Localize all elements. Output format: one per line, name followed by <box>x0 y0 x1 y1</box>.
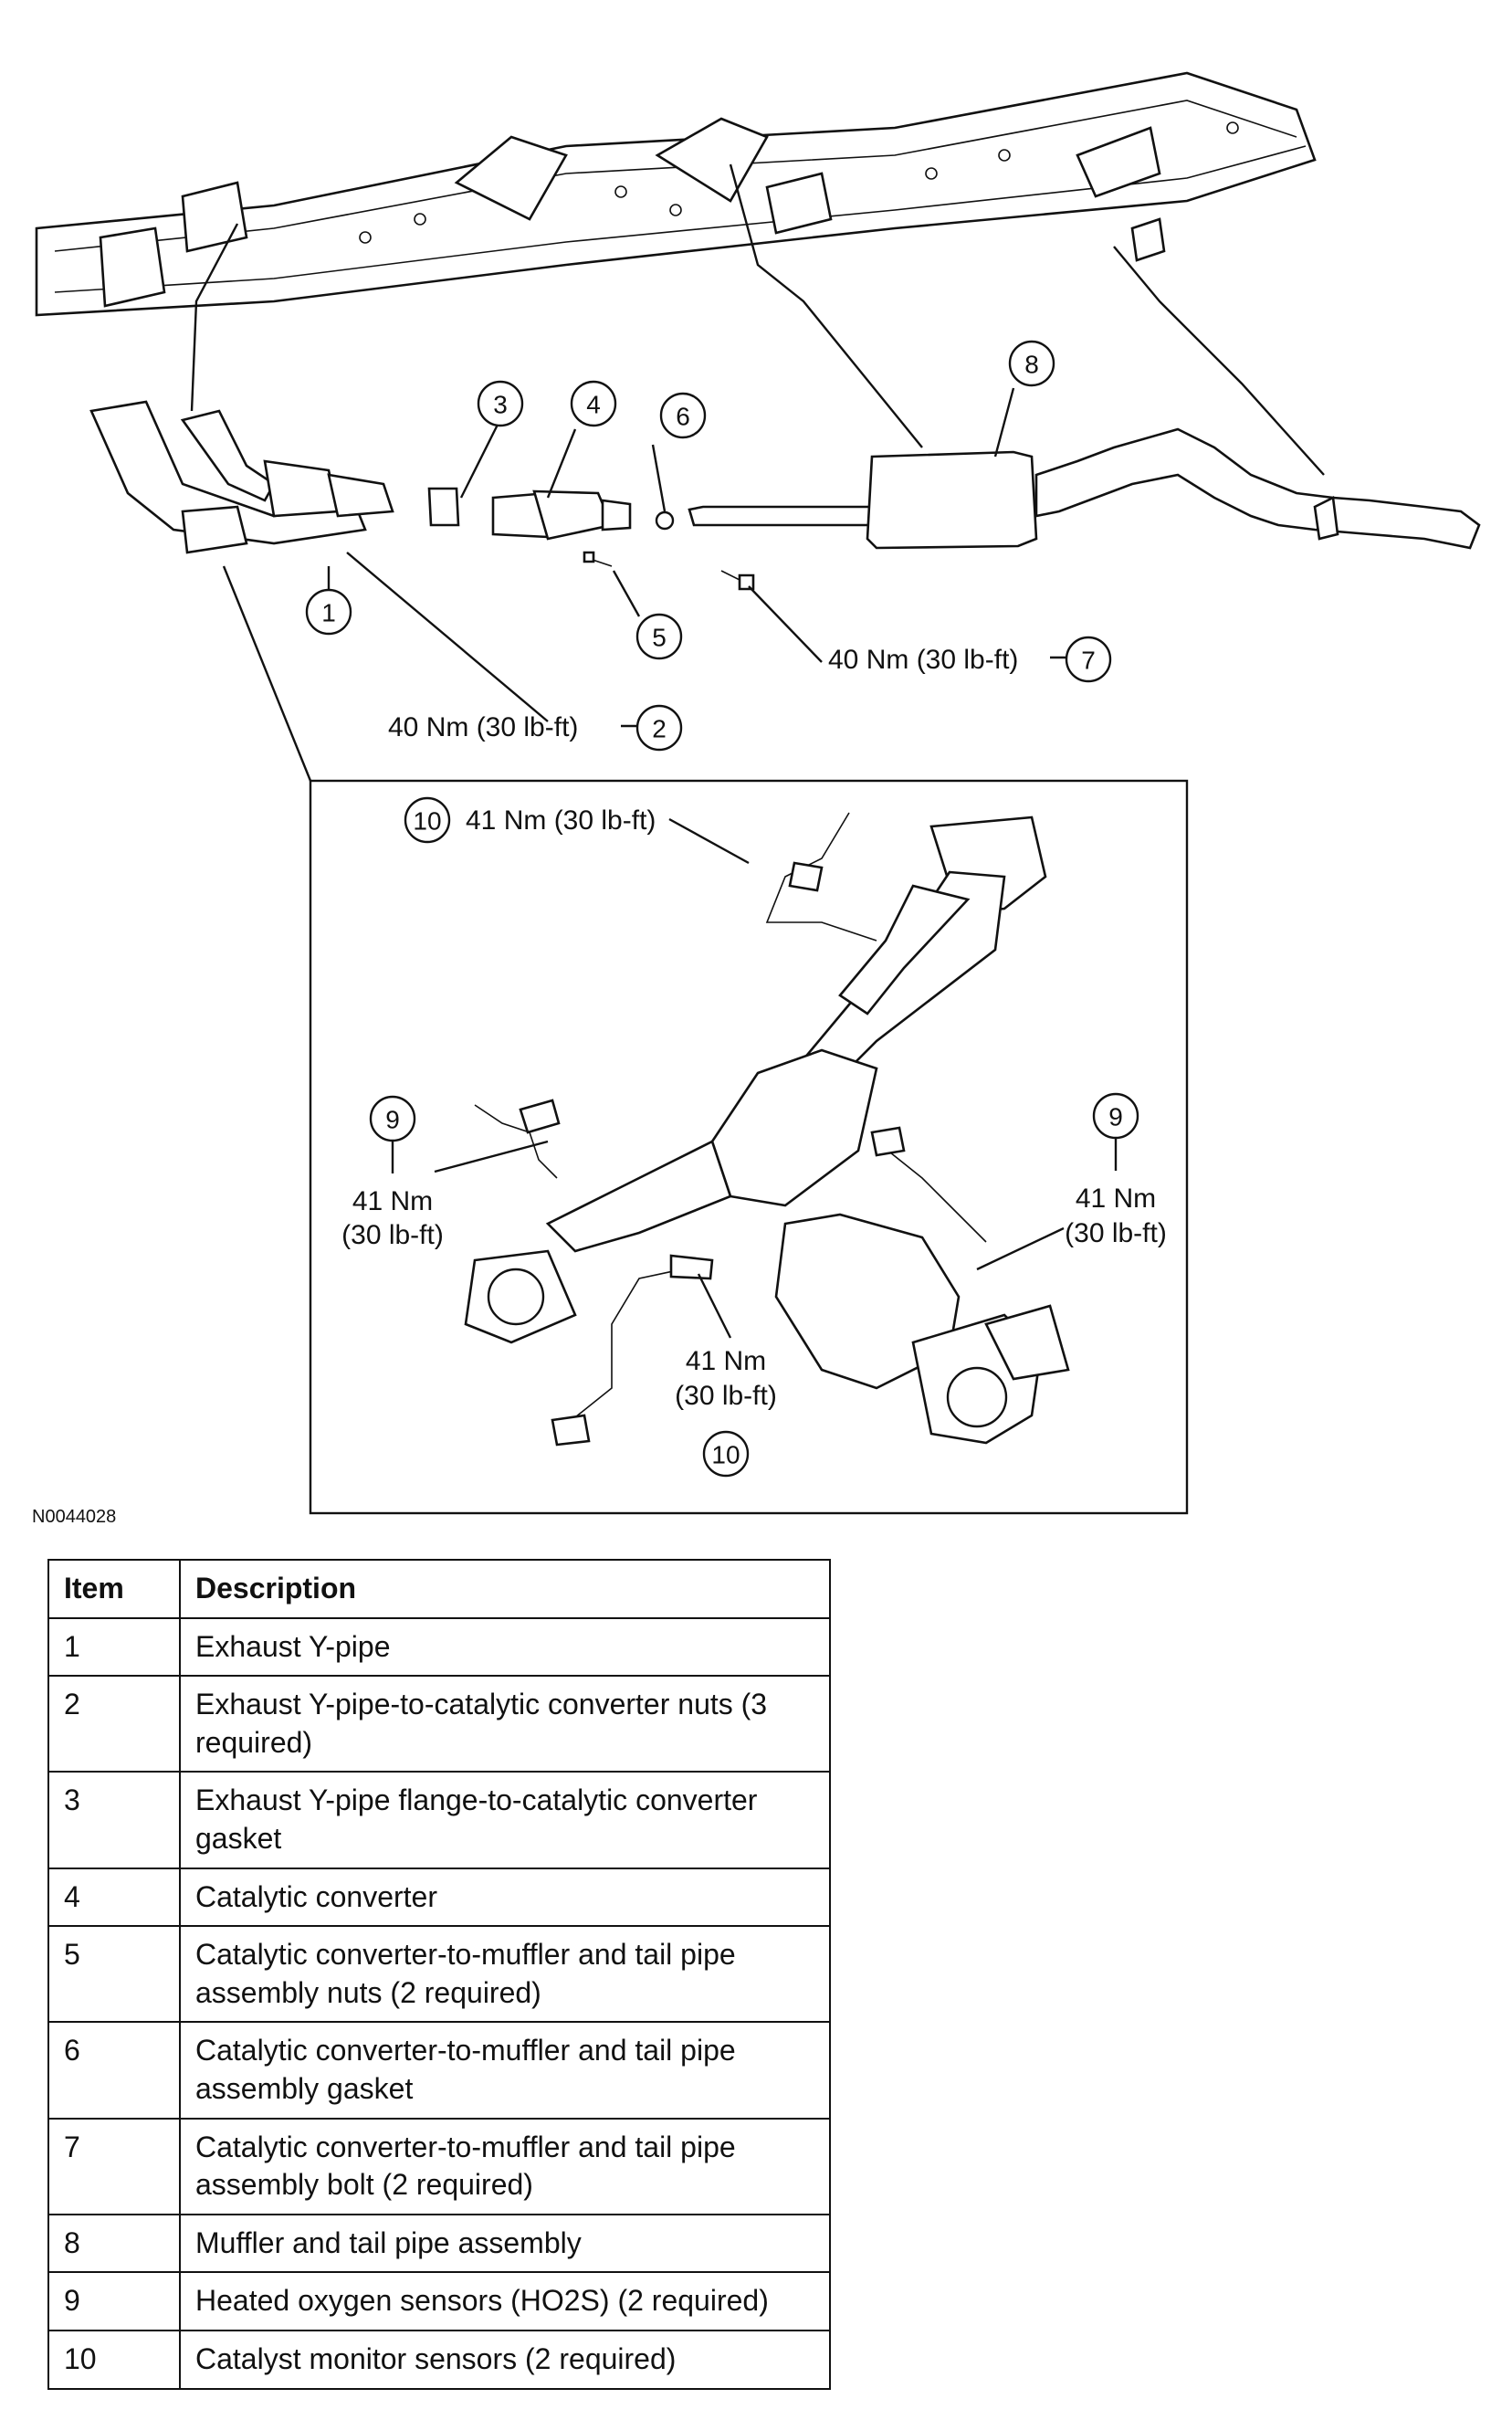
svg-text:1: 1 <box>321 599 336 627</box>
legend-item-description: Exhaust Y-pipe <box>179 1616 831 1678</box>
torque-lbft-item-9-left: (30 lb-ft) <box>341 1220 444 1250</box>
callout-1: 1 <box>305 588 352 636</box>
legend-header-description: Description <box>179 1559 831 1619</box>
torque-nm-item-9-left: 41 Nm <box>352 1186 433 1216</box>
torque-nm-item-9-right: 41 Nm <box>1076 1184 1156 1214</box>
exhaust-y-pipe-drawing <box>89 400 367 545</box>
legend-item-description: Catalytic converter-to-muffler and tail … <box>179 2021 831 2120</box>
detail-leader-line <box>222 565 312 782</box>
legend-header-item: Item <box>47 1559 181 1619</box>
torque-label-item-2: 40 Nm (30 lb-ft) <box>388 712 578 742</box>
table-row: 6 Catalytic converter-to-muffler and tai… <box>47 2021 831 2120</box>
legend-item-number: 3 <box>47 1771 181 1869</box>
detail-view-frame <box>309 779 1189 1515</box>
legend-item-number: 10 <box>47 2329 181 2390</box>
svg-text:10: 10 <box>413 807 441 836</box>
svg-text:5: 5 <box>652 624 667 652</box>
legend-item-description: Catalytic converter-to-muffler and tail … <box>179 1925 831 2024</box>
legend-item-number: 2 <box>47 1675 181 1773</box>
legend-item-number: 9 <box>47 2271 181 2331</box>
legend-item-description: Heated oxygen sensors (HO2S) (2 required… <box>179 2271 831 2331</box>
torque-nm-item-10-bottom: 41 Nm <box>686 1346 766 1376</box>
figure-id: N0044028 <box>32 1507 117 1527</box>
legend-item-description: Catalyst monitor sensors (2 required) <box>179 2329 831 2390</box>
table-row: 1 Exhaust Y-pipe <box>47 1616 831 1678</box>
legend-item-number: 4 <box>47 1867 181 1928</box>
callout-9-left: 9 41 Nm (30 lb-ft) <box>341 1095 444 1250</box>
table-row: 2 Exhaust Y-pipe-to-catalytic converter … <box>47 1675 831 1773</box>
table-row: 10 Catalyst monitor sensors (2 required) <box>47 2329 831 2390</box>
callout-5: 5 <box>635 613 683 660</box>
svg-text:9: 9 <box>385 1106 400 1134</box>
callout-4: 4 <box>570 380 617 427</box>
legend-item-number: 5 <box>47 1925 181 2024</box>
parts-legend-table: Item Description 1 Exhaust Y-pipe 2 Exha… <box>47 1559 831 2390</box>
legend-item-description: Muffler and tail pipe assembly <box>179 2213 831 2274</box>
svg-text:7: 7 <box>1081 647 1096 675</box>
callout-2: 40 Nm (30 lb-ft) 2 <box>388 704 683 752</box>
callout-9-right: 9 41 Nm (30 lb-ft) <box>1065 1092 1167 1248</box>
callout-3: 3 <box>477 380 524 427</box>
legend-item-number: 8 <box>47 2213 181 2274</box>
svg-text:6: 6 <box>676 403 690 431</box>
table-row: 8 Muffler and tail pipe assembly <box>47 2213 831 2274</box>
torque-lbft-item-10-bottom: (30 lb-ft) <box>675 1381 777 1411</box>
table-row: 4 Catalytic converter <box>47 1867 831 1928</box>
gasket-ring-drawing <box>655 510 675 531</box>
vehicle-frame <box>35 71 1317 317</box>
legend-item-description: Exhaust Y-pipe-to-catalytic converter nu… <box>179 1675 831 1773</box>
legend-item-description: Catalytic converter <box>179 1867 831 1928</box>
svg-text:3: 3 <box>493 391 508 419</box>
callout-8: 8 <box>1008 340 1055 387</box>
svg-text:9: 9 <box>1108 1103 1123 1131</box>
legend-item-number: 6 <box>47 2021 181 2120</box>
legend-item-number: 1 <box>47 1616 181 1678</box>
callout-lines-upper <box>327 387 1066 728</box>
callout-6: 6 <box>659 392 707 439</box>
upper-exhaust-assembly <box>89 163 1481 591</box>
table-row: 9 Heated oxygen sensors (HO2S) (2 requir… <box>47 2271 831 2331</box>
svg-text:2: 2 <box>652 715 667 743</box>
tail-pipe-drawing <box>1034 427 1481 550</box>
callout-10-bottom: 41 Nm (30 lb-ft) 10 <box>675 1346 777 1478</box>
torque-label-item-10-top: 41 Nm (30 lb-ft) <box>466 805 656 836</box>
table-row: 3 Exhaust Y-pipe flange-to-catalytic con… <box>47 1771 831 1869</box>
legend-item-description: Exhaust Y-pipe flange-to-catalytic conve… <box>179 1771 831 1869</box>
legend-item-number: 7 <box>47 2117 181 2215</box>
legend-item-description: Catalytic converter-to-muffler and tail … <box>179 2117 831 2215</box>
svg-text:4: 4 <box>586 391 601 419</box>
callout-10-top: 10 41 Nm (30 lb-ft) <box>404 796 656 844</box>
muffler-drawing <box>866 450 1038 550</box>
callout-7: 40 Nm (30 lb-ft) 7 <box>828 636 1112 683</box>
legend-header-row: Item Description <box>47 1559 831 1619</box>
svg-text:8: 8 <box>1024 351 1039 379</box>
exhaust-system-diagram: 1 3 4 6 5 8 40 Nm (30 lb-ft) 7 40 Nm (30… <box>35 71 1481 1515</box>
gasket-drawing <box>427 487 460 527</box>
torque-label-item-7: 40 Nm (30 lb-ft) <box>828 645 1018 675</box>
callout-lines-detail <box>391 817 1118 1339</box>
table-row: 7 Catalytic converter-to-muffler and tai… <box>47 2117 831 2215</box>
detail-exhaust-drawing <box>464 812 1070 1447</box>
torque-lbft-item-9-right: (30 lb-ft) <box>1065 1218 1167 1248</box>
svg-text:10: 10 <box>711 1441 740 1469</box>
table-row: 5 Catalytic converter-to-muffler and tai… <box>47 1925 831 2024</box>
catalytic-converter-drawing <box>532 489 614 541</box>
